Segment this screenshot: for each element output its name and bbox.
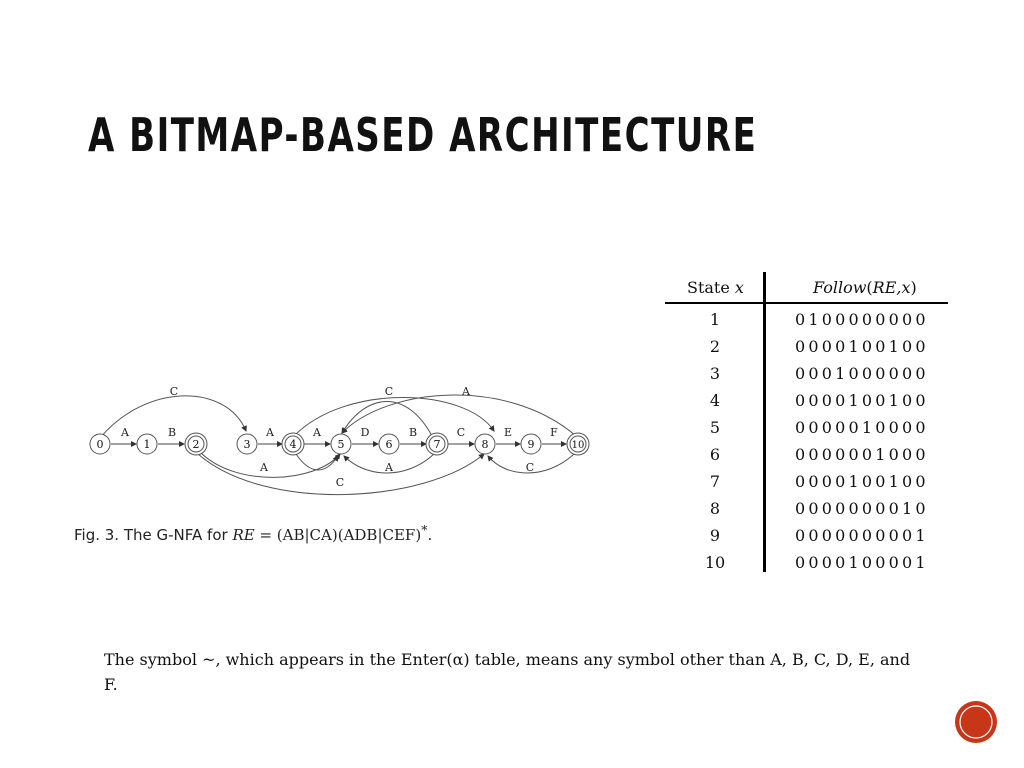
state-node-6: 6 bbox=[378, 433, 400, 455]
svg-text:3: 3 bbox=[244, 438, 251, 451]
arc-2-to-8 bbox=[197, 453, 485, 496]
follow-cell: 0001000000 bbox=[795, 364, 929, 383]
follow-cell: 0000000001 bbox=[795, 526, 929, 545]
follow-cell: 0000100100 bbox=[795, 337, 929, 356]
state-cell: 1 bbox=[709, 310, 721, 329]
state-node-9: 9 bbox=[520, 433, 542, 455]
arc-10-to-8-low bbox=[487, 453, 575, 474]
edge-label: B bbox=[168, 426, 176, 439]
svg-text:0: 0 bbox=[97, 438, 104, 451]
state-node-4: 4 bbox=[281, 432, 305, 456]
table-row: 10 0000100001 bbox=[665, 553, 948, 580]
state-cell: 6 bbox=[709, 445, 721, 464]
svg-text:1: 1 bbox=[144, 438, 151, 451]
state-node-10: 10 bbox=[566, 432, 590, 456]
follow-cell: 0000010000 bbox=[795, 418, 929, 437]
caption-end: . bbox=[427, 526, 433, 544]
svg-text:4: 4 bbox=[290, 438, 297, 451]
follow-cell: 0000000010 bbox=[795, 499, 929, 518]
follow-cell: 0000100100 bbox=[795, 472, 929, 491]
arc-7-to-5-low bbox=[343, 453, 435, 474]
table-row: 3 0001000000 bbox=[665, 364, 948, 391]
state-node-7: 7 bbox=[425, 432, 449, 456]
table-row: 8 0000000010 bbox=[665, 499, 948, 526]
caption-re-expr: = (AB|CA)(ADB|CEF) bbox=[254, 526, 422, 544]
follow-cell: 0000100100 bbox=[795, 391, 929, 410]
table-header: State x Follow(RE,x) bbox=[665, 272, 948, 304]
follow-cell: 0000001000 bbox=[795, 445, 929, 464]
caption-re-var: RE bbox=[232, 526, 255, 544]
arc-label: C bbox=[336, 476, 344, 489]
state-cell: 7 bbox=[709, 472, 721, 491]
table-row: 7 0000100100 bbox=[665, 472, 948, 499]
arc-label: A bbox=[384, 461, 394, 474]
state-cell: 4 bbox=[709, 391, 721, 410]
svg-text:8: 8 bbox=[482, 438, 489, 451]
edge-label: D bbox=[361, 426, 370, 439]
header-follow: Follow(RE,x) bbox=[813, 278, 917, 297]
arc-label: A bbox=[259, 461, 269, 474]
edge-label: A bbox=[312, 426, 322, 439]
svg-text:7: 7 bbox=[434, 438, 441, 451]
svg-text:6: 6 bbox=[386, 438, 393, 451]
edge-label: E bbox=[504, 426, 512, 439]
figure-caption: Fig. 3. The G-NFA for RE = (AB|CA)(ADB|C… bbox=[74, 522, 432, 544]
caption-regex: RE = (AB|CA)(ADB|CEF)*. bbox=[232, 522, 433, 544]
slide-title: A Bitmap-Based Architecture bbox=[88, 108, 758, 162]
follow-cell: 0100000000 bbox=[795, 310, 929, 329]
edge-label: F bbox=[550, 426, 558, 439]
arc-0-to-3 bbox=[99, 395, 247, 439]
arc-label: A bbox=[461, 385, 471, 398]
follow-table: State x Follow(RE,x) 1 0100000000 2 0000100… bbox=[665, 272, 948, 572]
caption-prefix: Fig. 3. The G-NFA for bbox=[74, 526, 233, 544]
edge-label: A bbox=[265, 426, 275, 439]
svg-text:2: 2 bbox=[193, 438, 200, 451]
g-nfa-diagram: 0 1 2 3 4 5 6 7 8 9 10 C C A A B A A D B… bbox=[89, 385, 590, 496]
table-divider bbox=[763, 272, 766, 572]
table-row: 9 0000000001 bbox=[665, 526, 948, 553]
table-row: 1 0100000000 bbox=[665, 310, 948, 337]
table-row: 6 0000001000 bbox=[665, 445, 948, 472]
state-node-1: 1 bbox=[136, 433, 158, 455]
svg-text:5: 5 bbox=[338, 438, 345, 451]
state-node-3: 3 bbox=[236, 433, 258, 455]
edge-label: C bbox=[457, 426, 465, 439]
arc-4-to-5-low bbox=[295, 453, 339, 471]
arc-10-to-5 bbox=[341, 394, 577, 437]
state-node-0: 0 bbox=[89, 433, 111, 455]
arc-2-to-5 bbox=[199, 451, 341, 478]
svg-text:9: 9 bbox=[528, 438, 535, 451]
svg-text:10: 10 bbox=[572, 440, 585, 451]
state-node-5: 5 bbox=[330, 433, 352, 455]
slide-number-badge bbox=[955, 701, 997, 743]
arc-7-to-5 bbox=[341, 401, 433, 437]
state-cell: 8 bbox=[709, 499, 721, 518]
table-row: 2 0000100100 bbox=[665, 337, 948, 364]
state-cell: 9 bbox=[709, 526, 721, 545]
caption-re-star: * bbox=[421, 522, 428, 537]
edge-label: B bbox=[409, 426, 417, 439]
arc-label: C bbox=[526, 461, 534, 474]
follow-cell: 0000100001 bbox=[795, 553, 929, 572]
table-row: 5 0000010000 bbox=[665, 418, 948, 445]
state-cell: 10 bbox=[704, 553, 726, 572]
state-cell: 5 bbox=[709, 418, 721, 437]
edge-label: A bbox=[120, 426, 130, 439]
arc-label: C bbox=[170, 385, 178, 398]
state-cell: 2 bbox=[709, 337, 721, 356]
arc-label: C bbox=[385, 385, 393, 398]
body-text: The symbol ~, which appears in the Enter… bbox=[104, 650, 911, 694]
state-cell: 3 bbox=[709, 364, 721, 383]
table-row: 4 0000100100 bbox=[665, 391, 948, 418]
state-node-8: 8 bbox=[474, 433, 496, 455]
header-state: State x bbox=[687, 278, 744, 297]
state-node-2: 2 bbox=[184, 432, 208, 456]
arc-4-to-9 bbox=[293, 397, 495, 437]
